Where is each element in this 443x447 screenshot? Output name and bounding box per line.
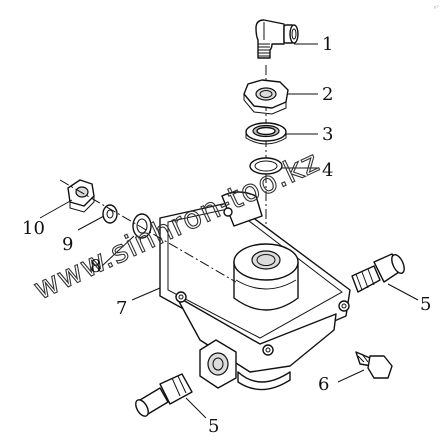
label-6: 6	[318, 374, 329, 395]
part-5-fitting-bottom	[135, 373, 193, 417]
part-3-bushing	[245, 122, 287, 145]
label-9: 9	[62, 234, 73, 255]
label-7: 7	[116, 298, 127, 319]
left-axis-line	[59, 179, 237, 283]
leader-lines	[39, 43, 419, 419]
part-2-hex-nut	[243, 79, 289, 115]
label-4: 4	[322, 160, 333, 181]
part-10-nut	[67, 179, 95, 213]
corner-mark: y7	[433, 4, 439, 9]
label-5-right: 5	[420, 294, 431, 315]
part-6-bolt	[355, 351, 393, 379]
part-1-elbow-fitting	[255, 19, 299, 59]
label-3: 3	[322, 124, 333, 145]
label-5-bottom: 5	[208, 416, 219, 437]
label-1: 1	[322, 34, 333, 55]
part-7-valve-body	[159, 191, 351, 391]
label-10: 10	[22, 218, 45, 239]
label-2: 2	[322, 84, 333, 105]
part-9-washer	[102, 204, 118, 224]
part-4-o-ring	[249, 157, 283, 175]
part-5-fitting-right	[351, 253, 405, 293]
label-8: 8	[90, 256, 101, 277]
part-8-gasket	[132, 213, 152, 239]
